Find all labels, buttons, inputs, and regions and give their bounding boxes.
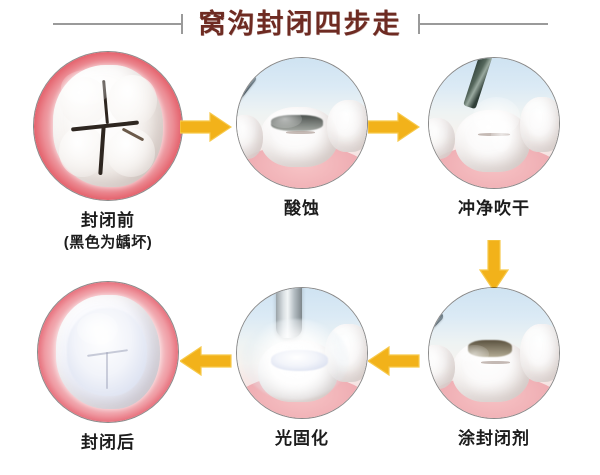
arrow-down-1 <box>479 240 509 292</box>
step-5-caption: 光固化 <box>275 429 329 448</box>
step-6-illustration <box>38 282 178 422</box>
step-4-caption: 涂封闭剂 <box>458 429 530 448</box>
adjacent-tooth <box>326 99 367 152</box>
step-2-illustration <box>237 58 367 188</box>
step-4-illustration <box>429 288 559 418</box>
sealant-highlight <box>76 312 119 346</box>
adjacent-tooth-left <box>429 345 455 390</box>
step-before-sealing: 封闭前 (黑色为龋坏) <box>18 52 198 253</box>
molar-tooth <box>53 65 163 187</box>
cusp-distobuccal <box>107 75 158 126</box>
step-apply-sealant: 涂封闭剂 <box>404 288 584 449</box>
step-5-illustration <box>237 288 367 418</box>
step-6-caption: 封闭后 <box>81 433 135 452</box>
step-1-subcaption: (黑色为龋坏) <box>63 234 153 252</box>
page-title: 窝沟封闭四步走 <box>198 8 402 39</box>
title-rule-left <box>52 14 183 34</box>
sealed-fissure-trace-2 <box>105 351 108 389</box>
step-light-curing: 光固化 <box>212 288 392 449</box>
water-droplet <box>491 117 513 152</box>
step-2-caption: 酸蚀 <box>284 199 320 218</box>
step-3-illustration <box>429 58 559 188</box>
step-1-caption: 封闭前 <box>81 211 135 230</box>
step-rinse-and-dry: 冲净吹干 <box>404 58 584 219</box>
arrow-left-2 <box>180 346 232 376</box>
arrow-right-1 <box>180 112 232 142</box>
enamel-highlight <box>268 110 302 129</box>
occlusal-groove <box>286 130 315 134</box>
adjacent-tooth <box>520 324 559 382</box>
sealant-layer <box>270 350 328 372</box>
step-after-sealing: 封闭后 <box>18 282 198 453</box>
occlusal-groove <box>481 360 510 364</box>
step-3-caption: 冲净吹干 <box>458 199 530 218</box>
arrow-left-1 <box>368 346 420 376</box>
cusp-distolingual <box>106 128 156 177</box>
arrow-right-2 <box>368 112 420 142</box>
enamel-highlight <box>60 69 111 106</box>
step-1-illustration <box>34 52 182 200</box>
adjacent-tooth-left <box>237 115 263 160</box>
cusp-mesiolingual <box>58 125 106 177</box>
molar-tooth-sealed <box>56 294 160 410</box>
title-rule-right <box>417 14 548 34</box>
page-title-bar: 窝沟封闭四步走 <box>0 4 600 44</box>
adjacent-tooth-left <box>429 117 455 160</box>
adjacent-tooth <box>520 97 559 152</box>
step-acid-etching: 酸蚀 <box>212 58 392 219</box>
enamel-highlight <box>460 345 489 364</box>
